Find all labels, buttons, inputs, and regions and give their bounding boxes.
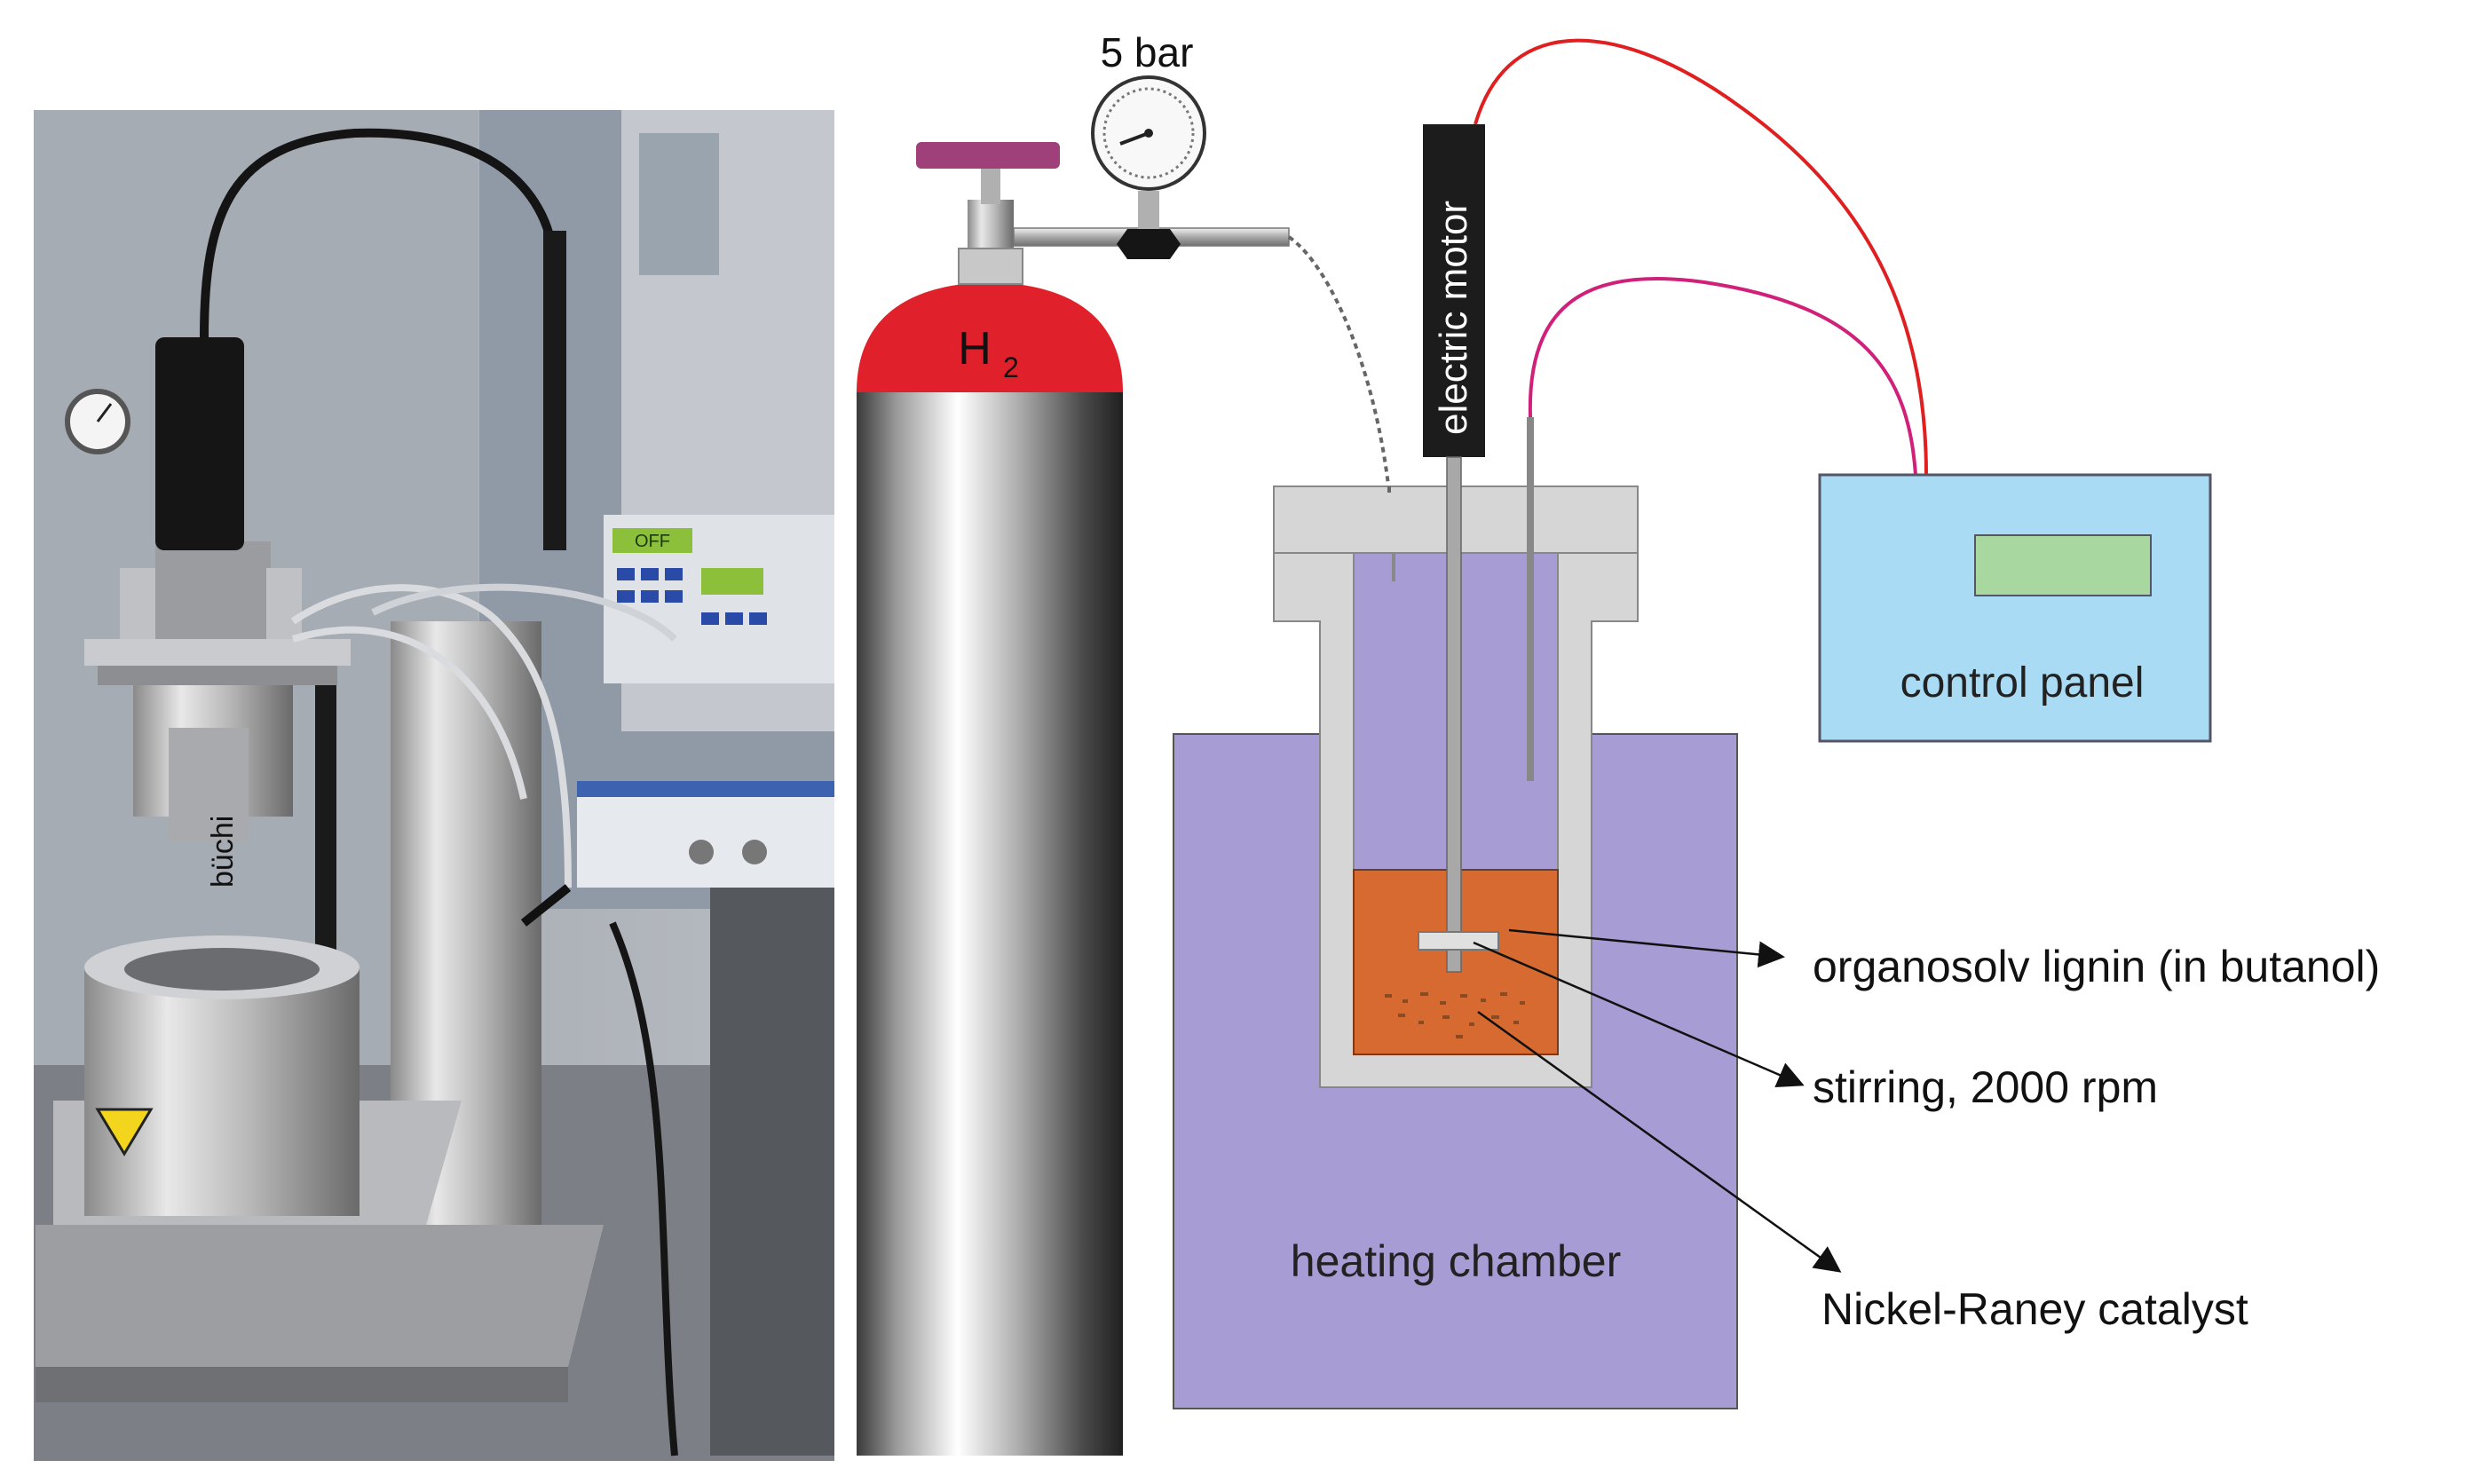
- control-panel-box: [1818, 473, 2212, 743]
- cylinder-cap: [857, 282, 1123, 392]
- heating-jacket-photo: [84, 967, 360, 1216]
- stirrer-motor-photo: [155, 337, 244, 550]
- electric-motor: electric motor: [1418, 124, 1499, 973]
- cylinder-body: [857, 391, 1123, 1456]
- hydrogen-cylinder: H 2: [857, 142, 1123, 1456]
- callouts: organosolv lignin (in butanol) stirring,…: [1473, 928, 2380, 1334]
- regulator-valve-icon: [1117, 229, 1181, 259]
- control-panel: control panel: [1818, 473, 2212, 743]
- heating-chamber-label: heating chamber: [1291, 1236, 1621, 1286]
- control-panel-display: [1974, 534, 2152, 596]
- callout-catalyst: Nickel-Raney catalyst: [1821, 1284, 2248, 1334]
- gas-line: 5 bar: [1013, 29, 1391, 493]
- callout-lignin: organosolv lignin (in butanol): [1813, 942, 2380, 991]
- controller-display-text: OFF: [635, 532, 670, 551]
- cylinder-formula: H: [958, 323, 992, 375]
- control-panel-label: control panel: [1900, 659, 2145, 706]
- motor-body: [1423, 124, 1485, 457]
- cylinder-formula-subscript: 2: [1003, 351, 1019, 383]
- brand-label-photo: büchi: [206, 816, 240, 888]
- motor-label: electric motor: [1432, 201, 1475, 435]
- callout-stirring: stirring, 2000 rpm: [1813, 1062, 2158, 1112]
- thermocouple-wire: [1528, 276, 1917, 476]
- stirrer-shaft: [1446, 456, 1462, 973]
- valve-handle-icon: [916, 142, 1060, 169]
- pressure-label: 5 bar: [1101, 29, 1194, 75]
- reactor-photo: OFF büchi: [34, 110, 834, 1461]
- warning-sign-icon: [95, 1108, 154, 1156]
- motor-wire: [1474, 38, 1928, 476]
